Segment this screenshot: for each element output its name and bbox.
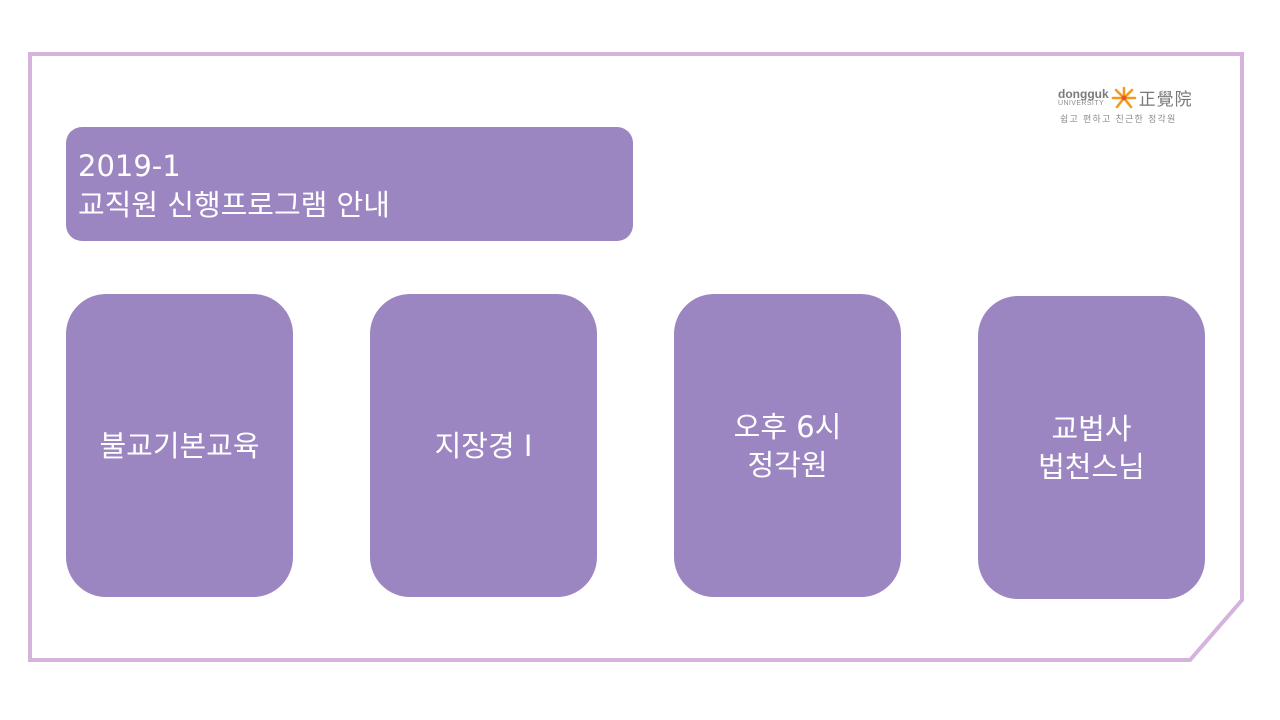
logo-text-university: UNIVERSITY bbox=[1058, 100, 1105, 107]
card-1-line1: 불교기본교육 bbox=[99, 428, 260, 463]
dongguk-jeonggakwon-logo: dongguk UNIVERSITY 正覺院 쉽고 편하고 친근한 정각원 bbox=[1055, 82, 1207, 128]
card-4-line2: 법천스님 bbox=[1038, 449, 1145, 484]
lotus-burst-icon bbox=[1111, 86, 1136, 108]
title-box: 2019-1 교직원 신행프로그램 안내 bbox=[66, 127, 633, 241]
logo-text-chinese: 正覺院 bbox=[1138, 90, 1193, 110]
logo-slogan: 쉽고 편하고 친근한 정각원 bbox=[1060, 115, 1177, 125]
card-3-line1: 오후 6시 bbox=[733, 409, 842, 444]
card-time-location: 오후 6시 정각원 bbox=[674, 294, 901, 597]
card-3-line2: 정각원 bbox=[747, 447, 828, 482]
title-year: 2019-1 bbox=[78, 149, 181, 183]
card-2-line1: 지장경 Ⅰ bbox=[434, 428, 533, 463]
card-buddhist-basic-education: 불교기본교육 bbox=[66, 294, 293, 597]
title-main: 교직원 신행프로그램 안내 bbox=[78, 188, 390, 222]
card-4-line1: 교법사 bbox=[1051, 411, 1132, 446]
logo-english: dongguk UNIVERSITY bbox=[1058, 88, 1109, 107]
card-jijang-sutra: 지장경 Ⅰ bbox=[370, 294, 597, 597]
logo-text-dongguk: dongguk bbox=[1058, 87, 1109, 101]
card-instructor: 교법사 법천스님 bbox=[978, 296, 1205, 599]
logo-top-row: dongguk UNIVERSITY 正覺院 bbox=[1058, 85, 1193, 110]
